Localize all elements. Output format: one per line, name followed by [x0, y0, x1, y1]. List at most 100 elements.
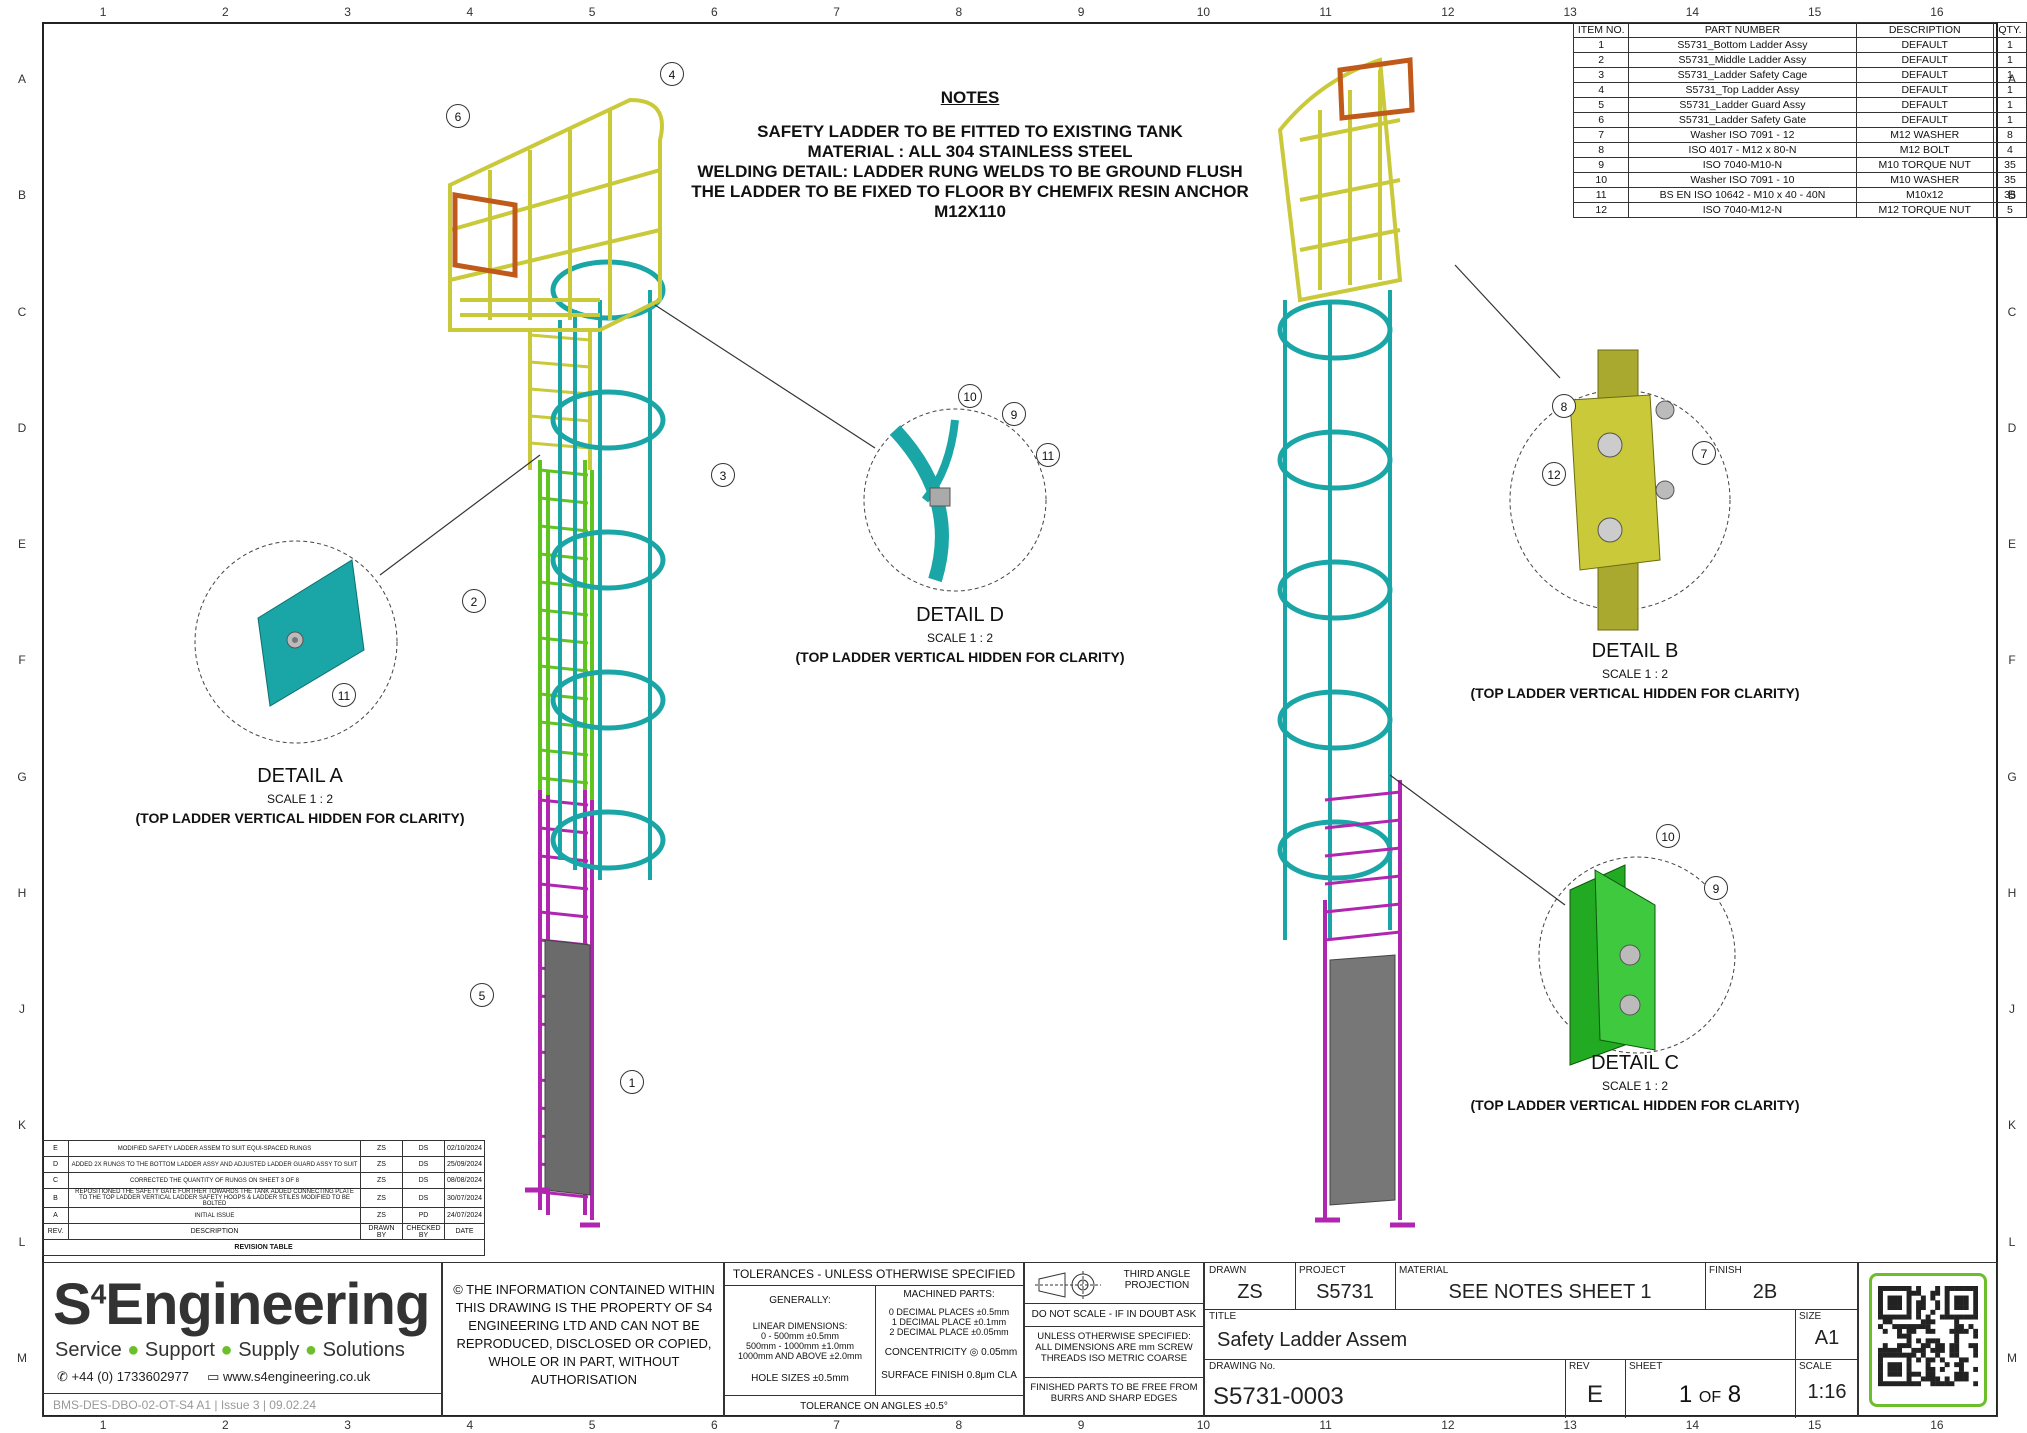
item-balloon: 7: [1692, 441, 1716, 465]
bom-cell: Washer ISO 7091 - 10: [1628, 172, 1857, 188]
rung: [539, 496, 589, 505]
detail-a-scale: SCALE 1 : 2: [266, 792, 334, 806]
revision-cell: ZS: [360, 1207, 403, 1224]
angle-tolerance: TOLERANCE ON ANGLES ±0.5°: [725, 1395, 1023, 1418]
zone-row-label: C: [17, 304, 27, 319]
drawn-label: DRAWN: [1209, 1265, 1247, 1276]
notes-block: NOTES SAFETY LADDER TO BE FITTED TO EXIS…: [660, 88, 1280, 222]
zone-row-label: A: [17, 72, 26, 87]
sheet-of: OF: [1698, 1389, 1722, 1406]
document-reference: BMS-DES-DBO-02-OT-S4 A1 | Issue 3 | 09.0…: [43, 1393, 441, 1417]
generally-label: GENERALLY:: [769, 1295, 831, 1306]
zone-column-label: 4: [466, 5, 474, 19]
zone-column-label: 10: [1196, 5, 1211, 19]
revision-cell: ZS: [360, 1172, 403, 1189]
zone-column-label: 1: [99, 5, 107, 19]
copyright-text: © THE INFORMATION CONTAINED WITHIN THIS …: [453, 1282, 715, 1387]
dimension-note: UNLESS OTHERWISE SPECIFIED: ALL DIMENSIO…: [1035, 1331, 1193, 1364]
detail-a-note: (TOP LADDER VERTICAL HIDDEN FOR CLARITY): [135, 810, 465, 826]
rung: [539, 468, 589, 477]
side-ladder-drawing: [1277, 57, 1415, 1228]
detail-circles: [194, 389, 1736, 1054]
revision-cell: REPOSITIONED THE SAFETY GATE FURTHER TOW…: [68, 1188, 361, 1208]
bom-cell: 1: [1992, 52, 2027, 68]
cage-hoop: [1277, 299, 1393, 361]
drawing-number-label: DRAWING No.: [1209, 1361, 1276, 1372]
zone-column-label: 12: [1441, 5, 1455, 19]
tolerances-block: TOLERANCES - UNLESS OTHERWISE SPECIFIED …: [724, 1262, 1024, 1417]
revision-cell: INITIAL ISSUE: [68, 1207, 361, 1224]
revision-header-cell: CHECKED BY: [402, 1223, 445, 1240]
zone-column-label: 10: [1196, 1418, 1211, 1432]
revision-cell: 02/10/2024: [443, 1140, 486, 1157]
bom-cell: 3: [1572, 67, 1630, 83]
zone-row-label: H: [17, 885, 27, 900]
detail-c-title: DETAIL C: [1591, 1052, 1679, 1074]
revision-cell: ZS: [360, 1156, 403, 1173]
zone-column-label: 5: [588, 5, 596, 19]
bom-cell: BS EN ISO 10642 - M10 x 40 - 40N: [1628, 187, 1857, 203]
rung: [539, 552, 589, 561]
size-value: A1: [1814, 1327, 1840, 1349]
company-tagline: Service ● Support ● Supply ● Solutions: [55, 1339, 405, 1361]
item-balloon: 12: [1542, 462, 1566, 486]
bom-cell: S5731_Middle Ladder Assy: [1628, 52, 1857, 68]
rung: [539, 748, 589, 757]
detail-d-note: (TOP LADDER VERTICAL HIDDEN FOR CLARITY): [795, 649, 1125, 665]
rung: [539, 910, 589, 919]
revision-cell: ZS: [360, 1188, 403, 1208]
third-angle-projection-icon: [1035, 1271, 1101, 1299]
bom-cell: 1: [1572, 37, 1630, 53]
qr-code-icon[interactable]: [1878, 1286, 1978, 1396]
zone-column-label: 5: [588, 1418, 596, 1432]
do-not-scale: DO NOT SCALE - IF IN DOUBT ASK: [1025, 1303, 1203, 1327]
sheet-total: 8: [1727, 1381, 1742, 1408]
company-phone: +44 (0) 1733602977: [71, 1369, 189, 1384]
bom-cell: S5731_Bottom Ladder Assy: [1628, 37, 1857, 53]
finish-label: FINISH: [1709, 1265, 1742, 1276]
zone-column-label: 13: [1563, 1418, 1577, 1432]
rung: [539, 692, 589, 701]
bom-cell: M12 WASHER: [1855, 127, 1994, 143]
title-block: DRAWN ZS PROJECT S5731 MATERIAL SEE NOTE…: [1204, 1262, 1859, 1418]
cage-hoop: [550, 529, 666, 591]
rung: [1324, 846, 1401, 858]
notes-line: SAFETY LADDER TO BE FITTED TO EXISTING T…: [757, 122, 1183, 141]
concentricity-icon: ◎: [969, 1347, 979, 1358]
zone-row-label: G: [17, 769, 27, 784]
zone-row-label: C: [2007, 304, 2017, 319]
bom-cell: 2: [1572, 52, 1630, 68]
zone-column-label: 16: [1930, 1418, 1944, 1432]
bom-cell: 4: [1992, 142, 2027, 158]
bom-header-cell: DESCRIPTION: [1855, 22, 1994, 38]
bom-cell: S5731_Ladder Safety Cage: [1628, 67, 1857, 83]
zone-row-label: E: [17, 537, 26, 552]
company-contact: ✆ +44 (0) 1733602977 ▭ www.s4engineering…: [57, 1369, 370, 1385]
company-web[interactable]: www.s4engineering.co.uk: [222, 1369, 371, 1384]
material-label: MATERIAL: [1399, 1265, 1449, 1276]
detail-a-label: DETAIL A SCALE 1 : 2 (TOP LADDER VERTICA…: [80, 765, 520, 826]
rung: [1324, 902, 1401, 914]
company-logo: S4Engineering: [53, 1272, 430, 1337]
cage-hoop: [1277, 689, 1393, 751]
zone-column-label: 9: [1077, 1418, 1085, 1432]
scale-label: SCALE: [1799, 1361, 1832, 1372]
revision-cell: DS: [402, 1188, 445, 1208]
rung: [539, 776, 589, 785]
rung: [1324, 790, 1401, 802]
zone-column-label: 3: [344, 5, 351, 19]
cage-hoop: [1277, 559, 1393, 621]
revision-cell: DS: [402, 1140, 445, 1157]
zone-row-label: G: [2007, 769, 2017, 784]
drawing-title: Safety Ladder Assem: [1217, 1329, 1408, 1351]
zone-column-label: 16: [1930, 5, 1944, 19]
zone-row-label: D: [17, 420, 27, 435]
decimal-tolerances: 0 DECIMAL PLACES ±0.5mm 1 DECIMAL PLACE …: [888, 1307, 1010, 1337]
